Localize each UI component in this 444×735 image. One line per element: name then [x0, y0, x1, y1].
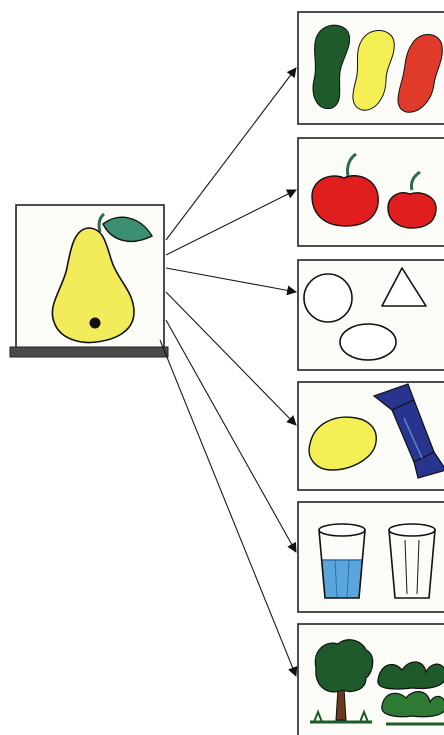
ellipse-shape: [340, 324, 396, 360]
arrow-to-plants: [160, 340, 296, 676]
connector-arrows: [160, 68, 296, 676]
arrow-to-color-blobs: [166, 68, 296, 240]
shelf: [10, 347, 168, 357]
arrow-to-lemon-and-candy: [166, 292, 296, 425]
arrow-to-glasses: [166, 320, 296, 552]
target-card-geometric-shapes: [298, 260, 444, 370]
target-card-plants: [298, 624, 444, 735]
arrow-to-tomatoes: [166, 190, 296, 255]
target-card-glasses: [298, 502, 444, 612]
target-card-color-blobs: [298, 12, 444, 124]
target-card-tomatoes: [298, 138, 444, 246]
source-pear-card: [10, 205, 168, 357]
arrow-to-geometric-shapes: [166, 268, 296, 292]
circle-shape: [304, 274, 352, 322]
glass-with-water-icon: [319, 524, 365, 598]
target-card-lemon-and-candy: [298, 382, 444, 490]
